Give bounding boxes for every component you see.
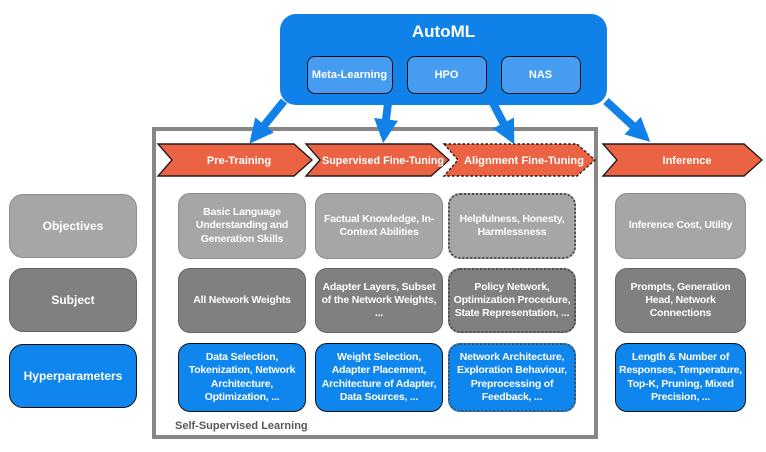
- automl-title: AutoML: [411, 22, 476, 41]
- chevron-shape: [442, 143, 597, 177]
- chevron-shape: [304, 143, 451, 177]
- cell-subject-alignment: Policy Network, Optimization Procedure, …: [448, 268, 576, 333]
- automl-box: AutoML Meta-Learning HPO NAS: [280, 14, 607, 105]
- chevron-shape: [601, 143, 764, 177]
- stage-label-inference: Inference: [663, 155, 712, 167]
- stage-chevron-alignment-fine-tuning: Alignment Fine-Tuning: [442, 143, 597, 177]
- automl-methods-row: Meta-Learning HPO NAS: [280, 56, 607, 94]
- row-label-subject: Subject: [9, 268, 137, 332]
- stage-label-alignment-fine-tuning: Alignment Fine-Tuning: [464, 155, 584, 167]
- stage-chevron-pre-training: Pre-Training: [156, 143, 314, 177]
- automl-method-nas: NAS: [500, 56, 581, 94]
- cell-objectives-inference: Inference Cost, Utility: [615, 193, 746, 259]
- stage-chevron-inference: Inference: [601, 143, 764, 177]
- stage-label-supervised-fine-tuning: Supervised Fine-Tuning: [322, 155, 444, 167]
- arrow-to-inference: [603, 98, 651, 142]
- cell-hyperparameters-inference: Length & Number of Responses, Temperatur…: [615, 343, 746, 412]
- automl-method-hpo: HPO: [406, 56, 487, 94]
- stage-label-pre-training: Pre-Training: [207, 155, 271, 167]
- cell-objectives-alignment: Helpfulness, Honesty, Harmlessness: [448, 193, 576, 259]
- cell-hyperparameters-sft: Weight Selection, Adapter Placement, Arc…: [315, 343, 443, 412]
- chevron-shape: [156, 143, 314, 177]
- cell-hyperparameters-pre-training: Data Selection, Tokenization, Network Ar…: [178, 343, 306, 412]
- automl-method-meta-learning: Meta-Learning: [306, 56, 393, 94]
- cell-hyperparameters-alignment: Network Architecture, Exploration Behavi…: [448, 343, 576, 412]
- self-supervised-label: Self-Supervised Learning: [175, 420, 308, 432]
- cell-subject-inference: Prompts, Generation Head, Network Connec…: [615, 268, 746, 333]
- stage-chevron-supervised-fine-tuning: Supervised Fine-Tuning: [304, 143, 451, 177]
- row-label-objectives: Objectives: [9, 194, 137, 258]
- cell-objectives-pre-training: Basic Language Understanding and Generat…: [178, 193, 306, 259]
- cell-objectives-sft: Factual Knowledge, In-Context Abilities: [315, 193, 443, 259]
- row-label-hyperparameters: Hyperparameters: [9, 344, 137, 408]
- cell-subject-sft: Adapter Layers, Subset of the Network We…: [315, 268, 443, 333]
- cell-subject-pre-training: All Network Weights: [178, 268, 306, 333]
